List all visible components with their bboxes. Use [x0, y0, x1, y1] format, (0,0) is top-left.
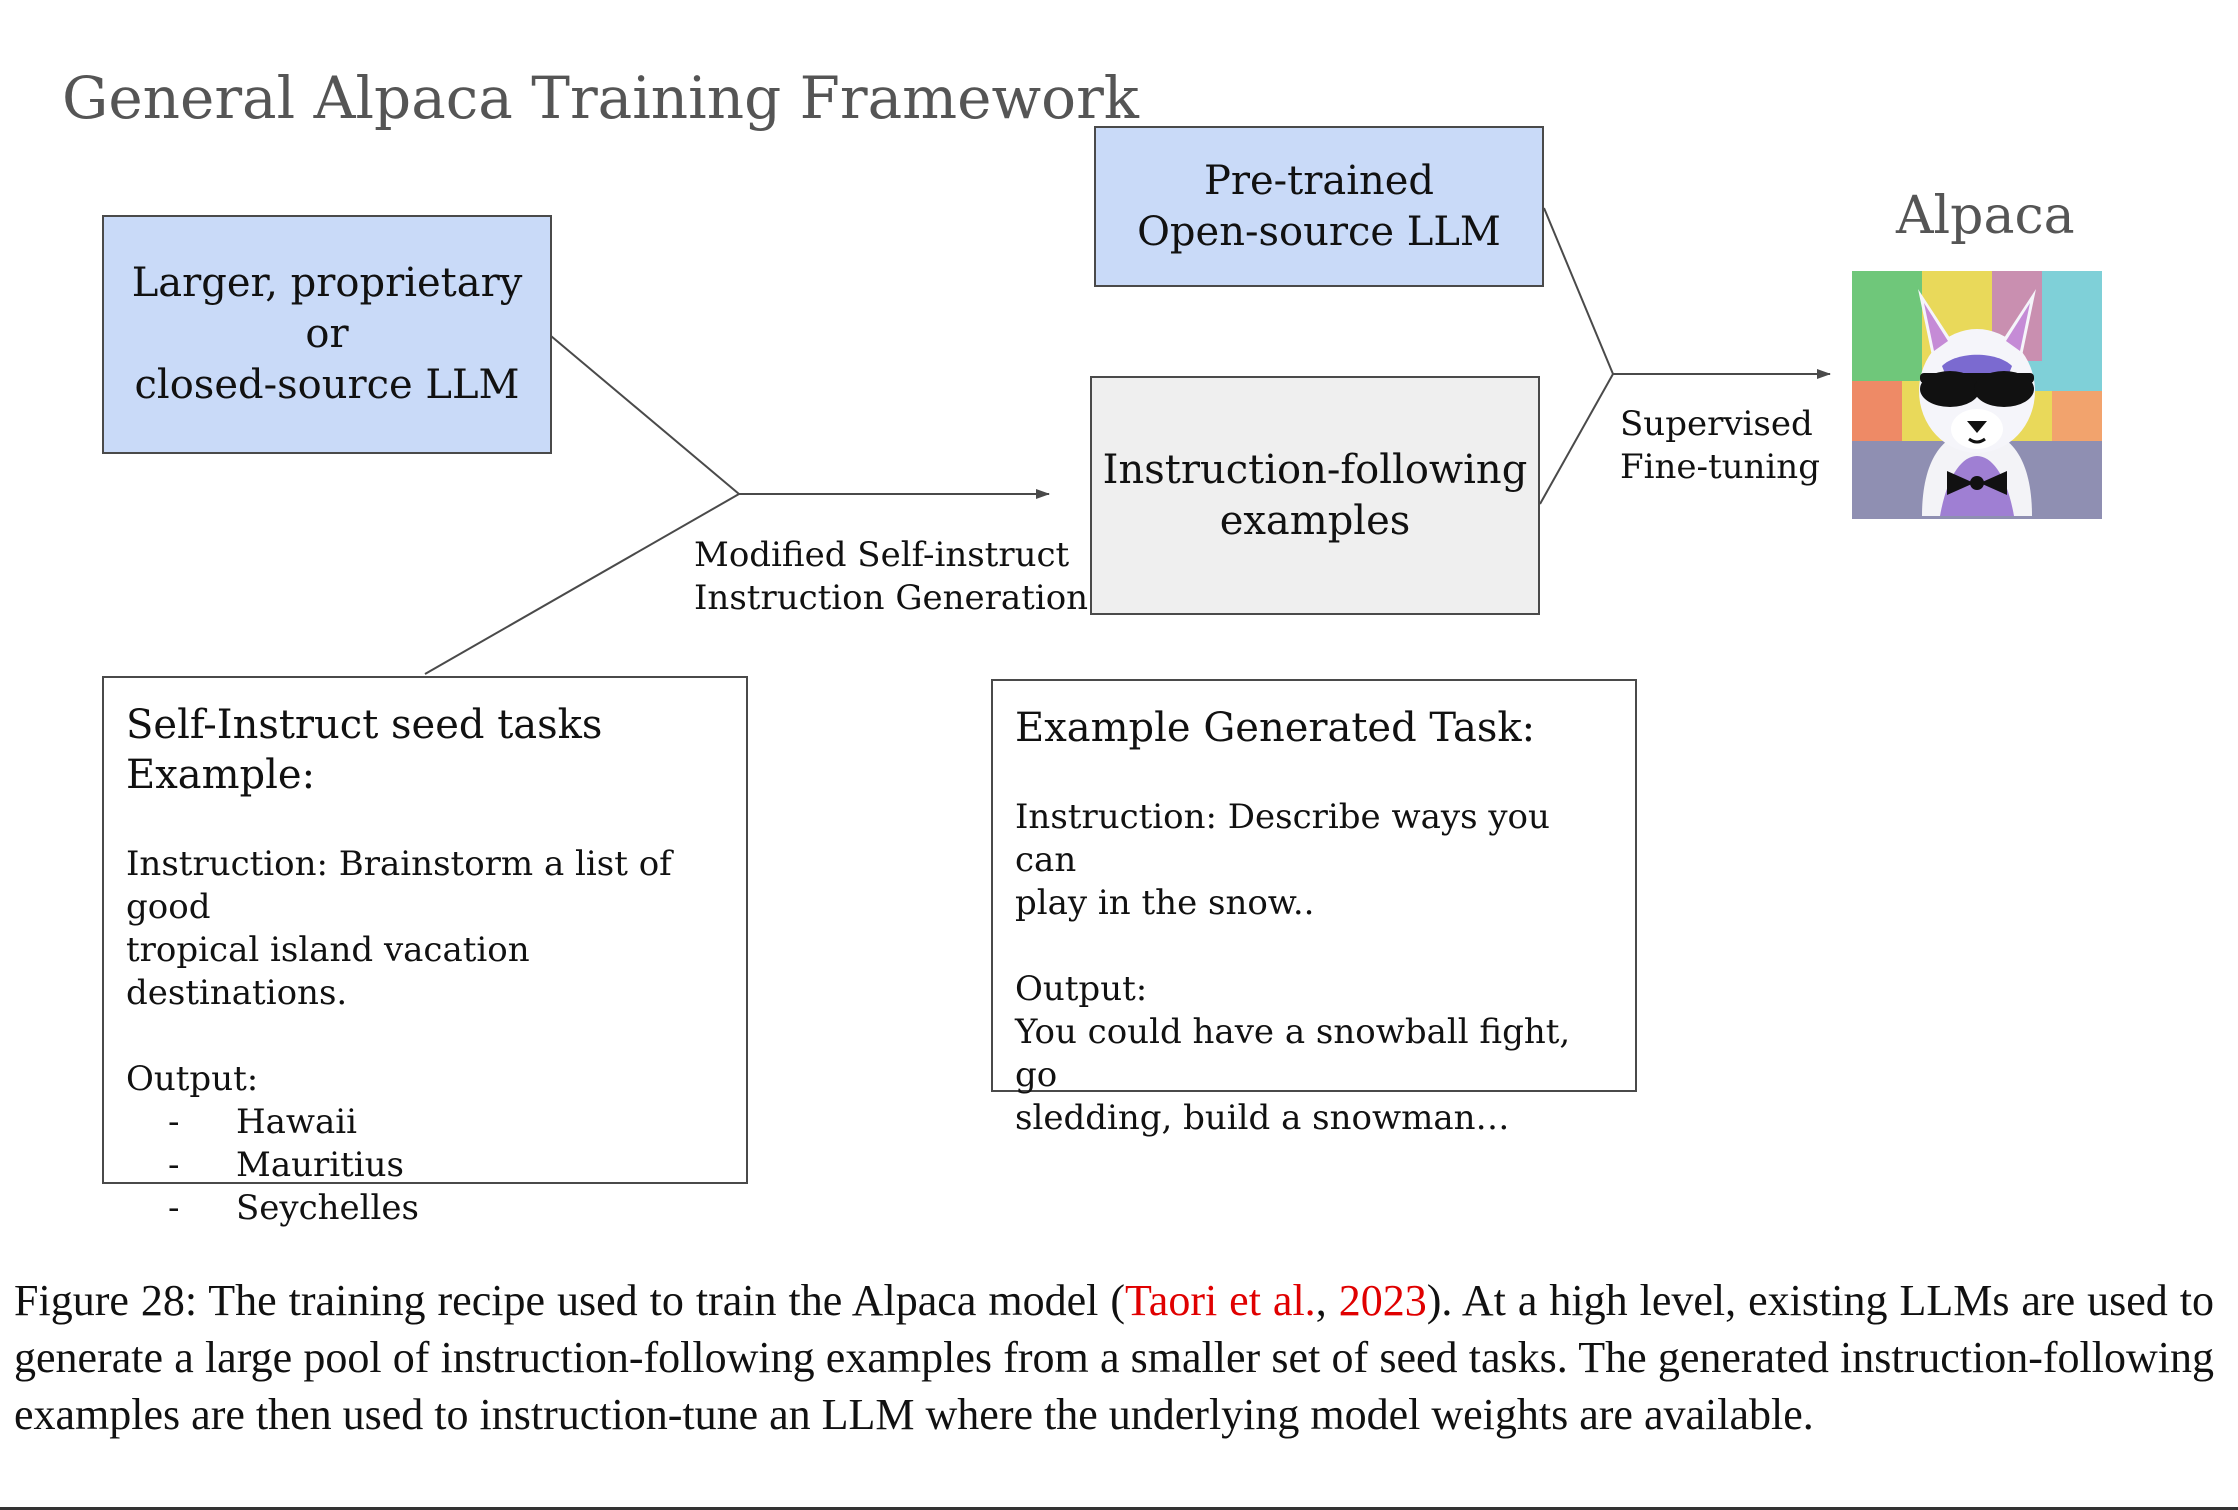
- edge-proprietary-to-merge: [550, 335, 740, 495]
- label-finetuning-line-2: Fine-tuning: [1620, 447, 1820, 487]
- node-instruction-examples: Instruction-following examples: [1090, 376, 1540, 615]
- label-finetuning-line-1: Supervised: [1620, 404, 1813, 444]
- caption-suffix: ). At a high level, existing LLMs are us…: [14, 1276, 2215, 1439]
- generated-task-heading: Example Generated Task:: [1015, 705, 1536, 751]
- citation-author-link[interactable]: Taori et al.: [1124, 1276, 1316, 1325]
- node-proprietary-llm-line-1: Larger, proprietary or: [131, 260, 523, 357]
- seed-task-card: Self-Instruct seed tasks Example: Instru…: [102, 676, 748, 1228]
- citation-separator: ,: [1315, 1276, 1339, 1325]
- generated-task-output-line-2: sledding, build a snowman…: [1015, 1098, 1510, 1138]
- node-pretrained-llm-line-2: Open-source LLM: [1137, 208, 1501, 255]
- caption-prefix: Figure 28: The training recipe used to t…: [14, 1276, 1125, 1325]
- seed-task-output-item: - Hawaii: [126, 1101, 724, 1144]
- citation-year-link[interactable]: 2023: [1338, 1276, 1427, 1325]
- seed-task-instruction-line-2: tropical island vacation destinations.: [126, 930, 530, 1013]
- seed-task-output-item: - Seychelles: [126, 1187, 724, 1230]
- label-self-instruct-generation: Modified Self-instruct Instruction Gener…: [694, 534, 1088, 620]
- edge-pretrained-to-merge: [1543, 207, 1614, 375]
- node-instruction-examples-line-2: examples: [1219, 497, 1411, 544]
- generated-task-output-label: Output:: [1015, 969, 1148, 1009]
- seed-task-heading: Self-Instruct seed tasks Example:: [126, 700, 724, 800]
- generated-task-instruction-line-1: Instruction: Describe ways you can: [1015, 797, 1550, 880]
- generated-task-card: Example Generated Task: Instruction: Des…: [991, 679, 1637, 1138]
- node-pretrained-llm-line-1: Pre-trained: [1203, 157, 1435, 204]
- edge-seed-to-merge: [424, 493, 740, 675]
- seed-task-heading-line-2: Example:: [126, 752, 316, 798]
- seed-task-output-text: Seychelles: [236, 1188, 419, 1228]
- edge-examples-to-merge: [1539, 373, 1614, 505]
- seed-task-heading-line-1: Self-Instruct seed tasks: [126, 702, 603, 748]
- seed-task-output-text: Mauritius: [236, 1145, 404, 1185]
- diagram-title: General Alpaca Training Framework: [62, 64, 1139, 132]
- node-instruction-examples-line-1: Instruction-following: [1102, 446, 1528, 493]
- node-proprietary-llm-line-2: closed-source LLM: [134, 362, 520, 408]
- label-supervised-finetuning: Supervised Fine-tuning: [1620, 403, 1820, 489]
- page-bottom-rule: [0, 1507, 2238, 1510]
- seed-task-output-label: Output:: [126, 1059, 259, 1099]
- alpaca-with-sunglasses-image: [1852, 271, 2102, 519]
- node-proprietary-llm: Larger, proprietary or closed-source LLM: [102, 215, 552, 454]
- generated-task-output-line-1: You could have a snowball fight, go: [1015, 1012, 1571, 1095]
- bullet-mark: -: [168, 1102, 180, 1142]
- seed-task-output-text: Hawaii: [236, 1102, 358, 1142]
- seed-task-instruction-line-1: Instruction: Brainstorm a list of good: [126, 844, 672, 927]
- generated-task-output: You could have a snowball fight, go sled…: [1015, 1011, 1613, 1140]
- label-self-instruct-line-1: Modified Self-instruct: [694, 535, 1070, 575]
- figure-caption: Figure 28: The training recipe used to t…: [14, 1272, 2214, 1443]
- generated-task-instruction-line-2: play in the snow..: [1015, 883, 1315, 923]
- bullet-mark: -: [168, 1145, 180, 1185]
- bullet-mark: -: [168, 1188, 180, 1228]
- seed-task-output-item: - Mauritius: [126, 1144, 724, 1187]
- alpaca-label: Alpaca: [1896, 186, 2075, 246]
- seed-task-instruction: Instruction: Brainstorm a list of good t…: [126, 843, 724, 1015]
- generated-task-instruction: Instruction: Describe ways you can play …: [1015, 796, 1613, 925]
- node-pretrained-llm: Pre-trained Open-source LLM: [1094, 126, 1544, 287]
- label-self-instruct-line-2: Instruction Generation: [694, 578, 1089, 618]
